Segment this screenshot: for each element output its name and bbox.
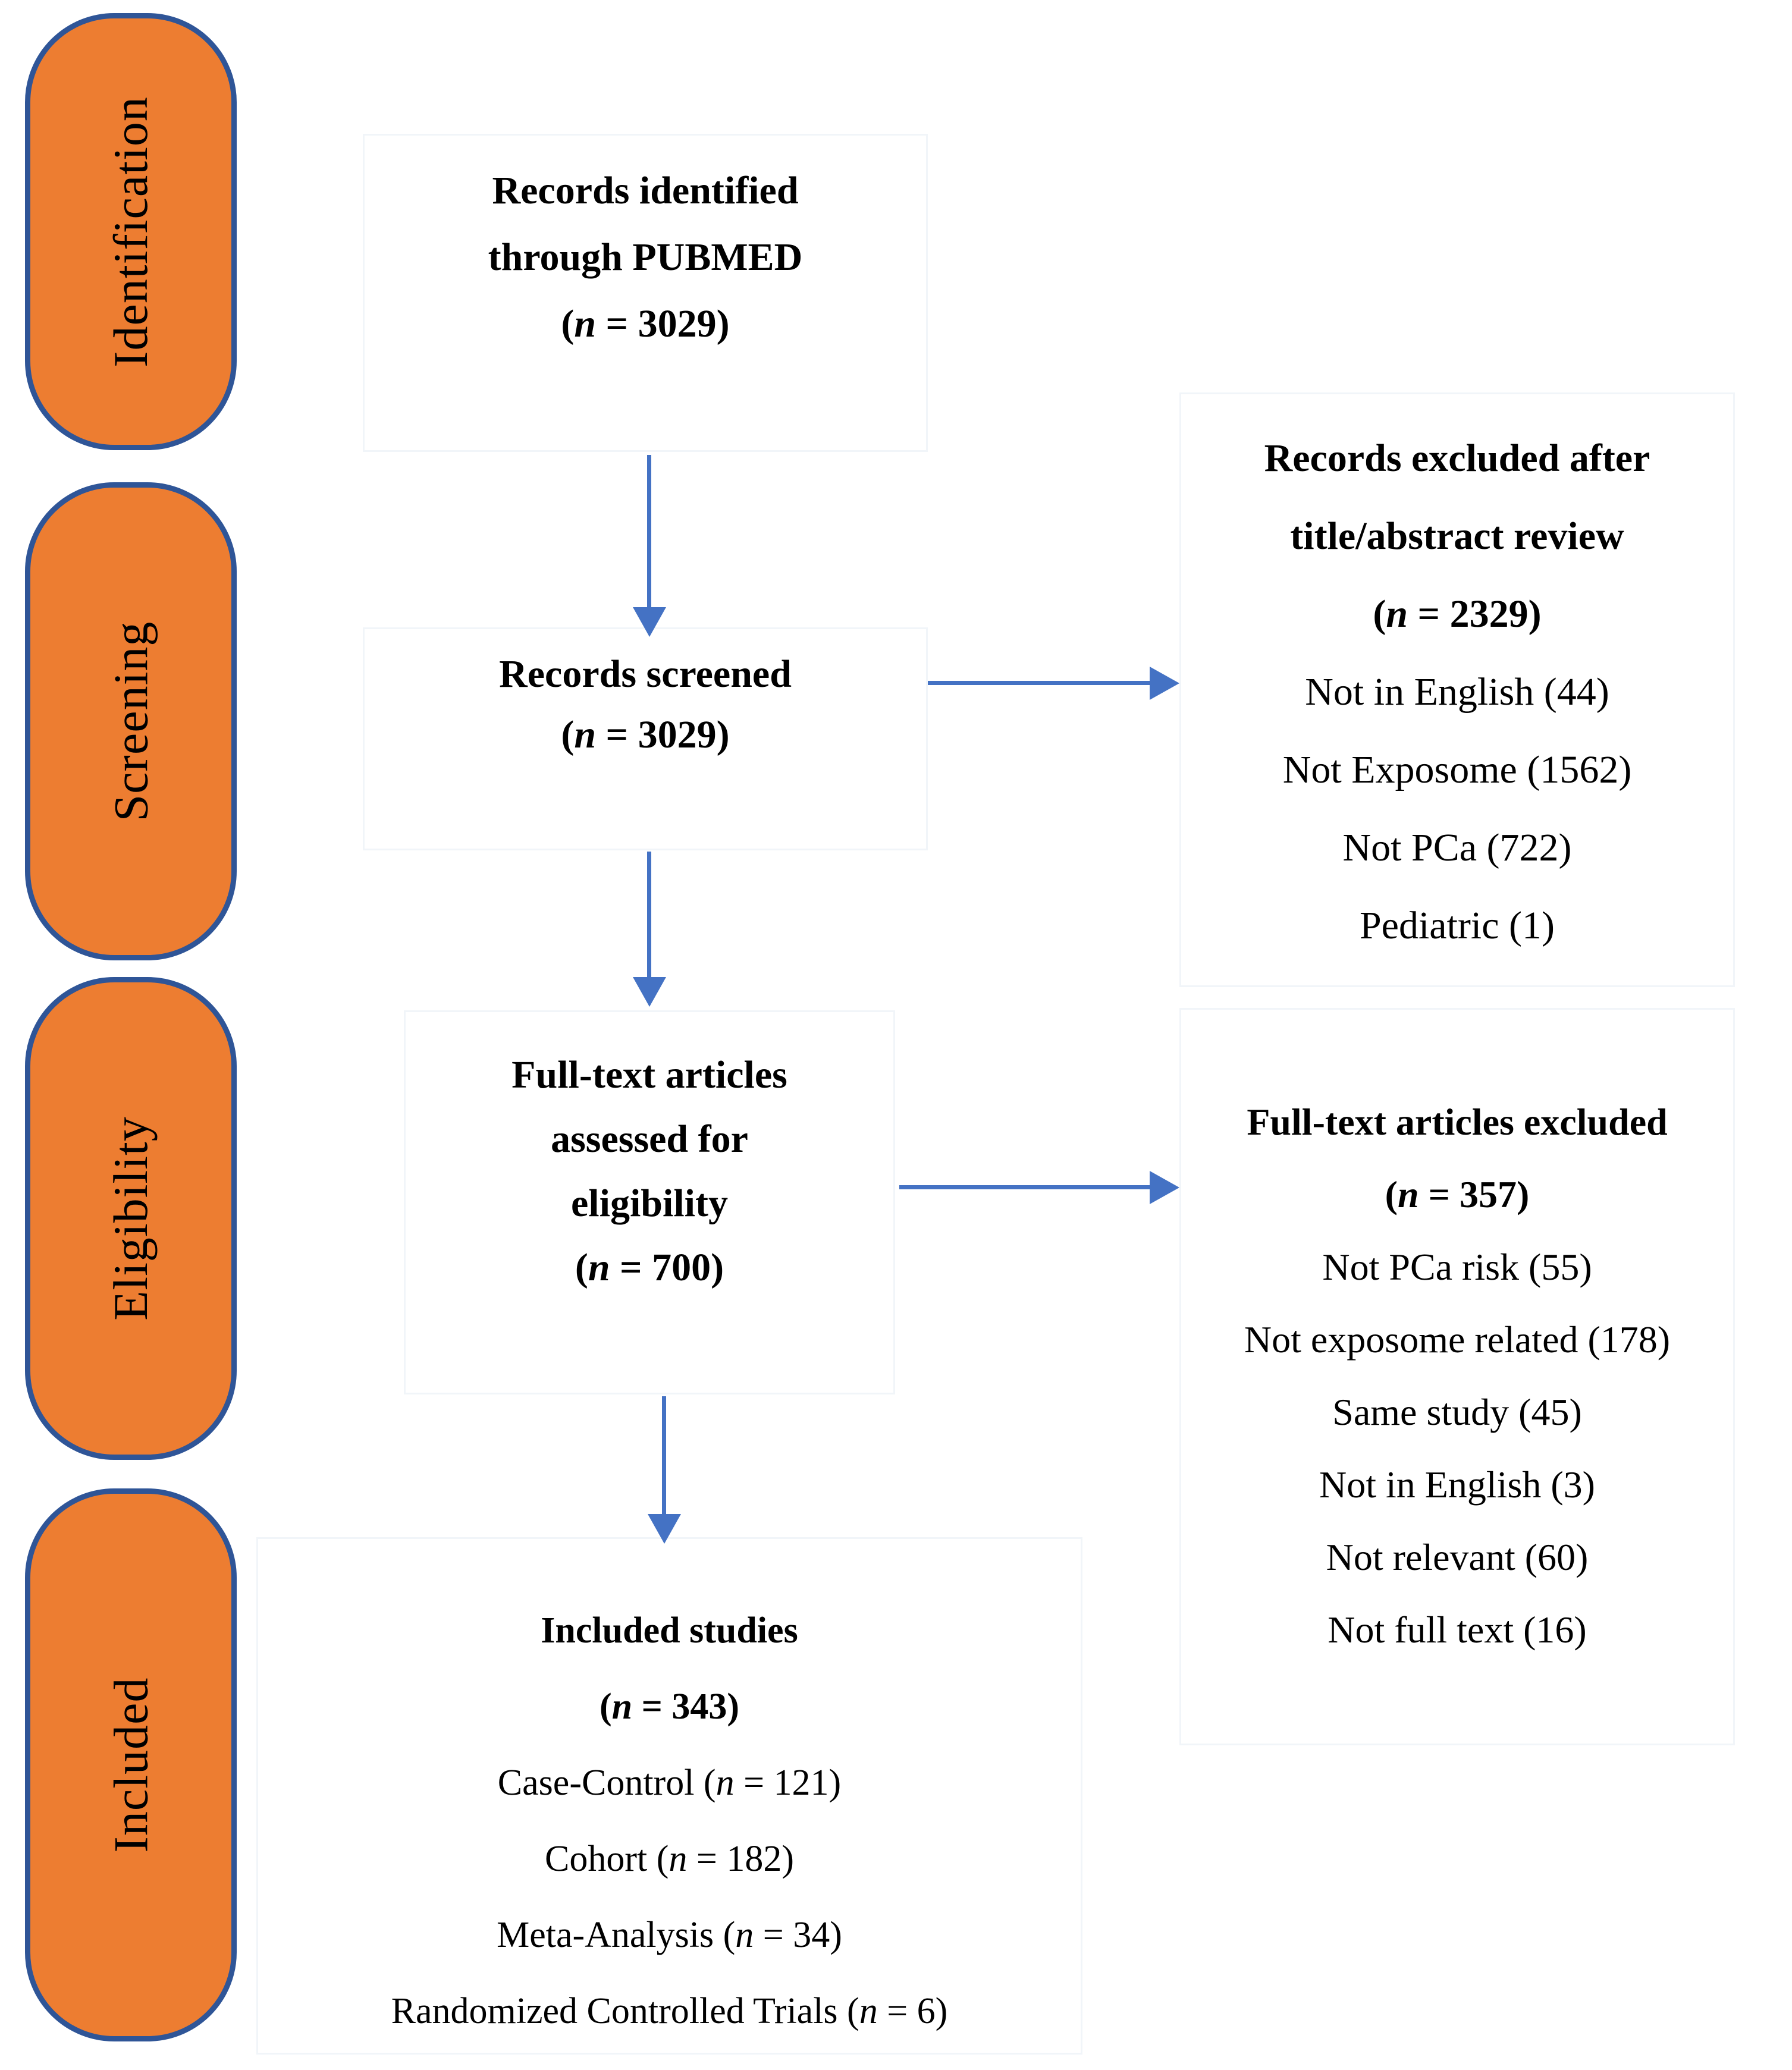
text-line: (n = 700) <box>575 1246 724 1289</box>
stage-pill-screening: Screening <box>25 482 237 960</box>
text-line: Not PCa risk (55) <box>1322 1246 1592 1288</box>
text-line: (n = 3029) <box>561 302 730 345</box>
text-line: Full-text articles excluded <box>1247 1101 1668 1143</box>
text-line: Full-text articles <box>511 1053 787 1097</box>
stage-label-screening: Screening <box>103 621 158 822</box>
stage-label-included: Included <box>103 1677 158 1853</box>
text-line: Not full text (16) <box>1327 1609 1587 1651</box>
arrow-shaft <box>662 1396 666 1515</box>
arrow-head-down-icon <box>633 607 666 637</box>
text-line: Randomized Controlled Trials (n = 6) <box>391 1991 948 2031</box>
text-line: (n = 357) <box>1385 1173 1530 1215</box>
text-line: Cohort (n = 182) <box>545 1839 794 1879</box>
text-line: through PUBMED <box>488 235 803 279</box>
text-line: Included studies <box>541 1610 798 1651</box>
text-line: (n = 3029) <box>561 713 730 756</box>
arrow-shaft <box>899 1185 1151 1189</box>
arrow-shaft <box>647 455 651 608</box>
box-records-identified: Records identified through PUBMED (n = 302… <box>363 134 928 452</box>
arrow-head-right-icon <box>1150 667 1179 700</box>
text-line: Records identified <box>492 169 799 212</box>
stage-pill-included: Included <box>25 1488 237 2041</box>
box-fulltext-excluded-text: Full-text articles excluded (n = 357) Not … <box>1181 1010 1733 1666</box>
arrow-head-right-icon <box>1150 1171 1179 1204</box>
box-records-identified-text: Records identified through PUBMED (n = 302… <box>365 136 926 357</box>
box-included-studies-text: Included studies (n = 343) Case-Control (n… <box>258 1539 1081 2049</box>
text-line: Not exposome related (178) <box>1244 1318 1671 1361</box>
stage-pill-eligibility: Eligibility <box>25 977 237 1460</box>
box-included-studies: Included studies (n = 343) Case-Control (n… <box>256 1537 1082 2055</box>
text-line: (n = 343) <box>599 1686 740 1727</box>
text-line: Case-Control (n = 121) <box>497 1763 842 1803</box>
arrow-head-down-icon <box>648 1514 681 1544</box>
text-line: Not in English (44) <box>1305 670 1609 714</box>
text-line: Not in English (3) <box>1319 1463 1595 1506</box>
text-line: Meta-Analysis (n = 34) <box>497 1915 842 1955</box>
text-line: eligibility <box>571 1182 728 1225</box>
box-fulltext-assessed-text: Full-text articles assessed for eligibilit… <box>406 1012 893 1300</box>
text-line: Records excluded after <box>1264 436 1650 480</box>
box-fulltext-assessed: Full-text articles assessed for eligibilit… <box>404 1010 895 1394</box>
text-line: Records screened <box>499 652 792 696</box>
stage-pill-identification: Identification <box>25 13 237 450</box>
stage-label-identification: Identification <box>103 96 158 367</box>
box-records-screened-text: Records screened (n = 3029) <box>365 629 926 765</box>
text-line: Not PCa (722) <box>1342 826 1572 869</box>
box-fulltext-excluded: Full-text articles excluded (n = 357) Not … <box>1179 1008 1735 1745</box>
arrow-head-down-icon <box>633 977 666 1007</box>
text-line: Pediatric (1) <box>1359 904 1555 947</box>
text-line: title/abstract review <box>1290 514 1624 558</box>
text-line: Same study (45) <box>1332 1391 1582 1433</box>
text-line: assessed for <box>551 1117 748 1161</box>
box-records-excluded: Records excluded after title/abstract rev… <box>1179 392 1735 987</box>
arrow-shaft <box>647 852 651 978</box>
text-line: Not relevant (60) <box>1326 1536 1589 1578</box>
arrow-shaft <box>928 681 1151 685</box>
stage-label-eligibility: Eligibility <box>103 1116 158 1321</box>
box-records-screened: Records screened (n = 3029) <box>363 627 928 850</box>
box-records-excluded-text: Records excluded after title/abstract rev… <box>1181 394 1733 965</box>
text-line: (n = 2329) <box>1373 592 1542 636</box>
text-line: Not Exposome (1562) <box>1282 748 1632 791</box>
